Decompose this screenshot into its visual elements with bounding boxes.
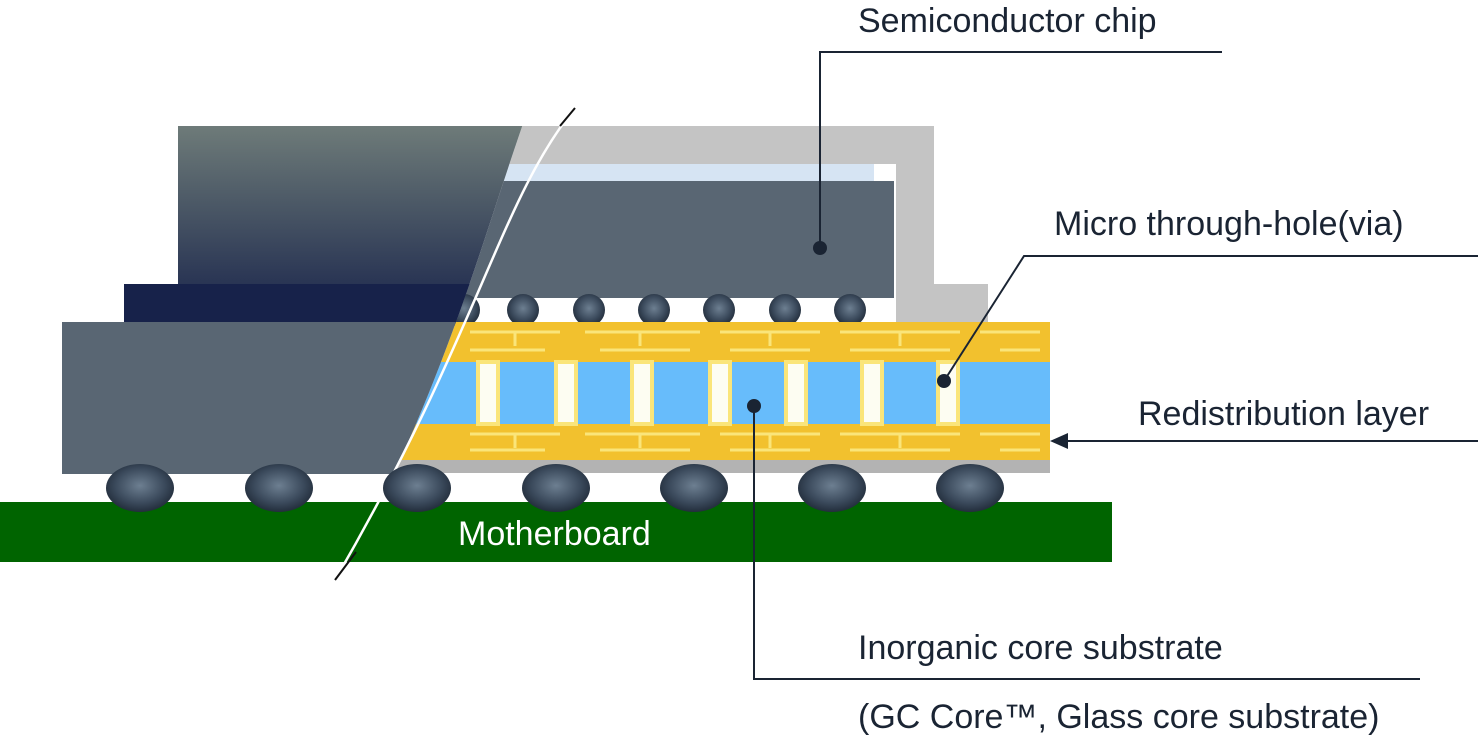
callout-semiconductor-chip: Semiconductor chip <box>813 2 1222 255</box>
leader-dot <box>747 399 761 413</box>
callout-redistribution-layer: Redistribution layer <box>1050 395 1478 449</box>
callout-via: Micro through-hole(via) <box>937 205 1478 388</box>
leader-dot <box>813 241 827 255</box>
solder-balls <box>106 464 1004 512</box>
label-core-substrate: Inorganic core substrate <box>858 629 1223 667</box>
inorganic-core <box>330 362 1050 424</box>
callout-core-substrate: Inorganic core substrate (GC Core™, Glas… <box>747 399 1420 736</box>
motherboard-label: Motherboard <box>458 515 651 553</box>
redistribution-layer-bottom <box>330 422 1050 462</box>
label-core-substrate-note: (GC Core™, Glass core substrate) <box>858 698 1379 736</box>
vias <box>476 360 960 426</box>
label-via: Micro through-hole(via) <box>1054 205 1404 243</box>
label-redistribution-layer: Redistribution layer <box>1138 395 1429 433</box>
leader-dot <box>937 374 951 388</box>
micro-bumps <box>448 294 866 326</box>
label-semiconductor-chip: Semiconductor chip <box>858 2 1157 40</box>
package-lid <box>330 126 988 322</box>
arrow-head <box>1050 433 1068 449</box>
rdl-traces <box>470 330 1040 452</box>
